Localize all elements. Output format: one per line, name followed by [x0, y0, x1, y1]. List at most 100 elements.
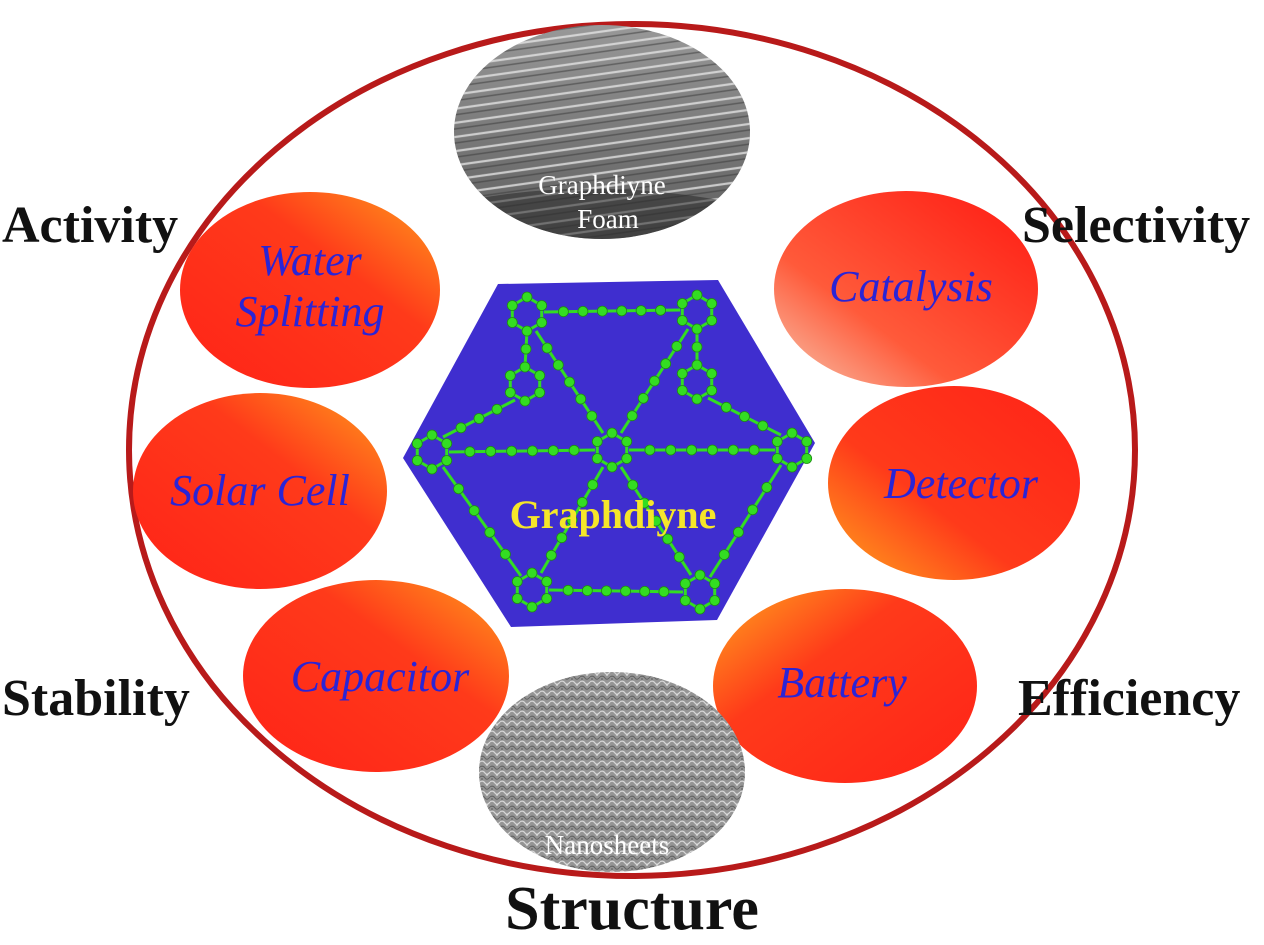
lattice-atom — [506, 317, 518, 328]
lattice-atom — [733, 526, 744, 538]
lattice-atom — [534, 370, 546, 381]
detector-oval: Detector — [828, 386, 1080, 580]
lattice-atom — [748, 444, 760, 456]
lattice-atom — [541, 342, 553, 354]
lattice-atom — [441, 455, 453, 466]
lattice-atom — [564, 376, 575, 388]
lattice-atom — [547, 445, 559, 457]
lattice-atom — [720, 401, 732, 413]
lattice-atom — [511, 593, 523, 604]
structure-label: Structure — [505, 875, 759, 943]
lattice-atom — [606, 427, 618, 439]
lattice-atom — [660, 358, 672, 370]
capacitor-label: Capacitor — [291, 652, 470, 701]
lattice-atom — [562, 584, 574, 596]
lattice-atom — [473, 413, 485, 424]
lattice-atom — [587, 479, 599, 491]
lattice-atom — [650, 515, 662, 527]
lattice-atom — [706, 315, 718, 326]
lattice-atom — [520, 343, 532, 355]
lattice-atom — [801, 453, 813, 464]
battery-oval: Battery — [713, 589, 977, 783]
lattice-atom — [694, 569, 706, 581]
lattice-atom — [527, 445, 538, 457]
capacitor-oval: Capacitor — [243, 580, 509, 772]
lattice-atom — [526, 601, 538, 613]
lattice-atom — [786, 427, 798, 439]
lattice-atom — [521, 325, 533, 337]
lattice-atom — [568, 444, 580, 456]
lattice-atom — [591, 453, 603, 464]
lattice-atom — [676, 385, 688, 396]
lattice-atom — [411, 455, 423, 466]
lattice-atom — [676, 315, 688, 326]
lattice-atom — [468, 505, 480, 517]
lattice-atom — [526, 567, 538, 579]
catalysis-oval: Catalysis — [774, 191, 1038, 387]
lattice-atom — [577, 305, 589, 317]
lattice-atom — [621, 453, 633, 464]
water-splitting-oval: Water Splitting — [180, 192, 440, 388]
lattice-atom — [691, 393, 703, 405]
lattice-atom — [552, 359, 564, 371]
lattice-atom — [491, 403, 503, 415]
lattice-atom — [727, 444, 739, 456]
lattice-atom — [521, 291, 533, 303]
lattice-atom — [771, 436, 783, 447]
foam-label-line1: Graphdiyne — [538, 170, 665, 200]
lattice-atom — [757, 420, 769, 432]
lattice-atom — [591, 436, 603, 447]
lattice-atom — [671, 340, 683, 352]
lattice-atom — [679, 595, 691, 606]
lattice-atom — [541, 576, 553, 587]
activity-label: Activity — [2, 197, 179, 254]
lattice-atom — [638, 497, 650, 509]
lattice-atom — [691, 359, 703, 371]
lattice-atom — [801, 436, 813, 447]
lattice-atom — [706, 368, 718, 379]
lattice-atom — [596, 305, 608, 317]
lattice-atom — [691, 323, 703, 335]
lattice-atom — [747, 504, 758, 516]
lattice-atom — [519, 361, 531, 373]
lattice-atom — [676, 298, 688, 309]
lattice-atom — [606, 461, 618, 473]
detector-label: Detector — [883, 459, 1039, 508]
lattice-atom — [739, 411, 750, 422]
lattice-atom — [627, 479, 639, 491]
lattice-atom — [519, 395, 531, 407]
lattice-atom — [639, 586, 651, 597]
nanosheets-label: Nanosheets — [545, 830, 669, 860]
lattice-atom — [658, 586, 670, 598]
battery-label: Battery — [777, 658, 907, 707]
lattice-atom — [637, 392, 649, 404]
foam-label-line2: Foam — [577, 204, 639, 234]
lattice-atom — [545, 549, 557, 561]
lattice-atom — [621, 436, 633, 447]
solar-cell-label: Solar Cell — [170, 466, 350, 515]
lattice-atom — [426, 429, 438, 441]
lattice-atom — [679, 578, 691, 589]
lattice-atom — [655, 304, 666, 316]
lattice-atom — [411, 438, 423, 449]
lattice-atom — [662, 533, 674, 545]
lattice-atom — [691, 341, 703, 353]
lattice-atom — [485, 445, 497, 457]
lattice-atom — [534, 387, 546, 398]
lattice-atom — [576, 496, 588, 508]
lattice-atom — [686, 444, 697, 456]
lattice-atom — [707, 444, 718, 456]
lattice-atom — [665, 444, 677, 456]
lattice-atom — [706, 385, 718, 396]
lattice-atom — [556, 532, 568, 544]
lattice-atom — [581, 585, 593, 596]
lattice-atom — [575, 393, 587, 405]
lattice-atom — [709, 595, 721, 606]
lattice-atom — [718, 549, 730, 560]
water-splitting-label-line1: Water — [258, 236, 362, 285]
lattice-atom — [536, 300, 548, 311]
lattice-atom — [426, 463, 438, 475]
selectivity-label: Selectivity — [1022, 197, 1251, 254]
lattice-atom — [771, 453, 783, 464]
